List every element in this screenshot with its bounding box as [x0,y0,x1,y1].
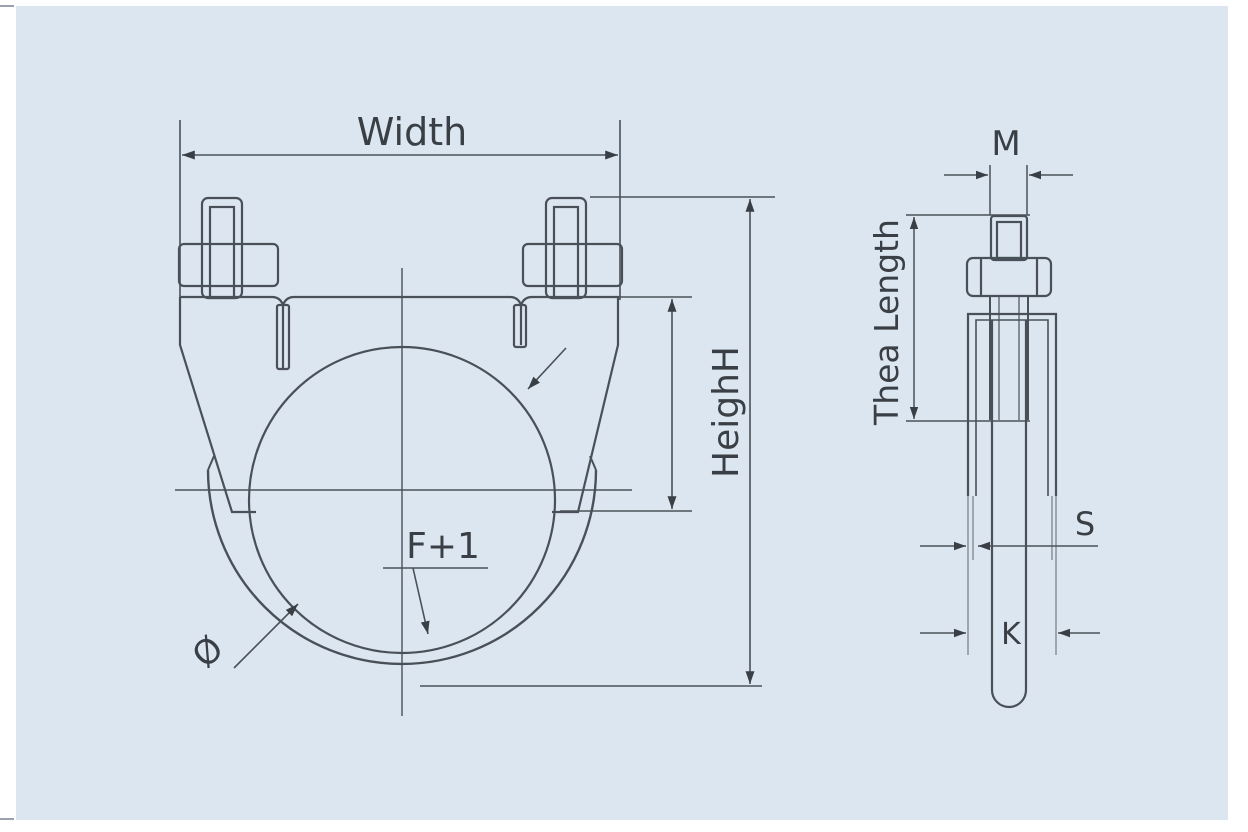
side-view [906,165,1100,709]
inner-height-dimension [560,296,692,512]
s-label: S [1075,505,1095,543]
k-label: K [1001,617,1022,652]
edge-mark-top [0,5,14,7]
radius-label: F+1 [406,526,480,567]
clamp-bracket [178,295,620,514]
diameter-label: Ø [185,629,232,676]
m-dimension [944,165,1073,215]
m-label: M [991,124,1020,164]
height-label: HeighH [706,346,747,478]
right-bolt [521,196,624,300]
diameter-leader [233,603,299,669]
front-view [175,120,775,716]
radius-leader [383,567,488,635]
left-bolt [177,196,280,300]
thread-length-label: Thea Length [867,219,906,426]
total-height-dimension [420,196,775,687]
band-side [990,320,1028,709]
width-label: Width [357,110,467,154]
edge-mark-bottom [0,818,14,820]
thread-length-dimension [906,214,1030,422]
centerlines [175,268,632,716]
